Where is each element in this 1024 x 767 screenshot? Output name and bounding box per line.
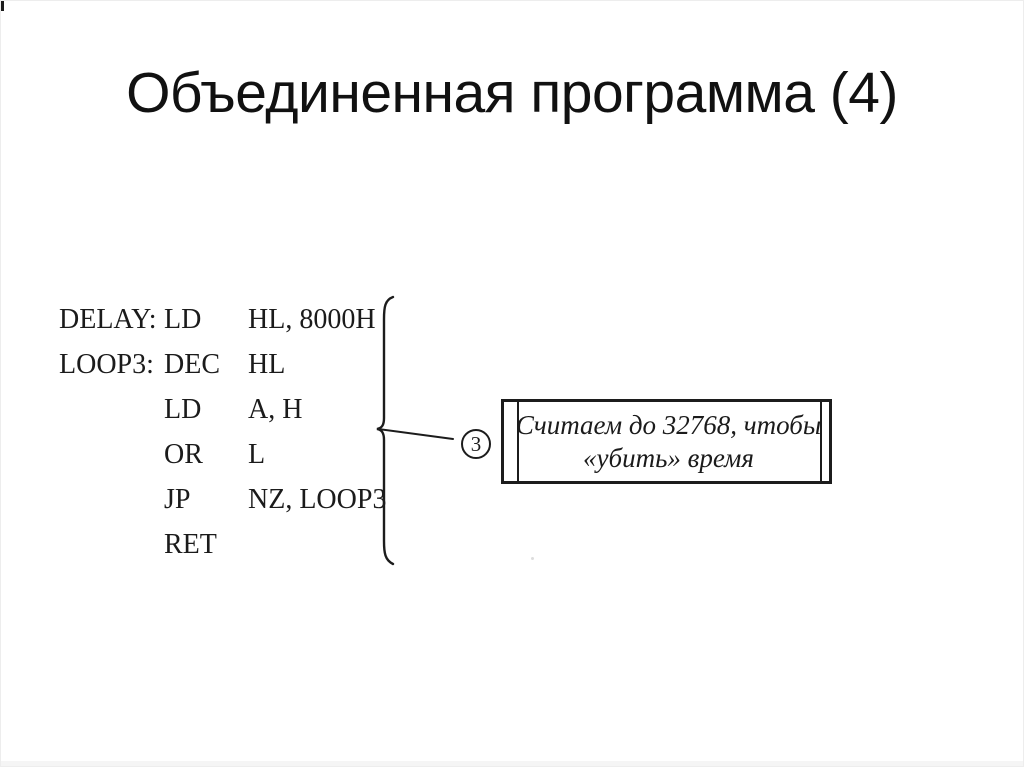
code-operands: HL bbox=[248, 348, 286, 380]
code-label: LOOP3: bbox=[59, 348, 154, 380]
code-opcode: OR bbox=[164, 438, 203, 470]
marker-number: 3 bbox=[470, 431, 482, 456]
code-opcode: LD bbox=[164, 303, 202, 335]
circled-number-marker: 3 bbox=[461, 429, 491, 459]
code-opcode: RET bbox=[164, 528, 217, 560]
code-row: DELAY: LD HL, 8000H bbox=[59, 297, 386, 342]
callout-note-box: Считаем до 32768, чтобы «убить» время bbox=[501, 399, 832, 484]
code-operands: NZ, LOOP3 bbox=[248, 483, 387, 515]
code-operands: L bbox=[248, 438, 266, 470]
code-row: LD A, H bbox=[59, 387, 386, 432]
note-box-left-rail bbox=[517, 402, 519, 481]
code-operands: HL, 8000H bbox=[248, 303, 376, 335]
note-line-2: «убить» время bbox=[583, 442, 754, 473]
code-row: RET bbox=[59, 522, 386, 567]
assembly-code-listing: DELAY: LD HL, 8000H LOOP3: DEC HL LD A, … bbox=[59, 297, 386, 567]
note-line-1: Считаем до 32768, чтобы bbox=[515, 409, 822, 440]
code-label: DELAY: bbox=[59, 303, 157, 335]
slide-title: Объединенная программа (4) bbox=[126, 61, 898, 125]
note-box-right-rail bbox=[820, 402, 822, 481]
code-row: OR L bbox=[59, 432, 386, 477]
connector-line bbox=[377, 428, 454, 440]
note-text: Считаем до 32768, чтобы «убить» время bbox=[516, 402, 821, 481]
code-row: JP NZ, LOOP3 bbox=[59, 477, 386, 522]
scan-speck bbox=[531, 557, 534, 560]
code-opcode: DEC bbox=[164, 348, 220, 380]
code-opcode: JP bbox=[164, 483, 191, 515]
code-operands: A, H bbox=[248, 393, 303, 425]
scan-corner-mark bbox=[1, 1, 4, 11]
page-bottom-edge bbox=[1, 761, 1023, 766]
code-opcode: LD bbox=[164, 393, 202, 425]
code-row: LOOP3: DEC HL bbox=[59, 342, 386, 387]
